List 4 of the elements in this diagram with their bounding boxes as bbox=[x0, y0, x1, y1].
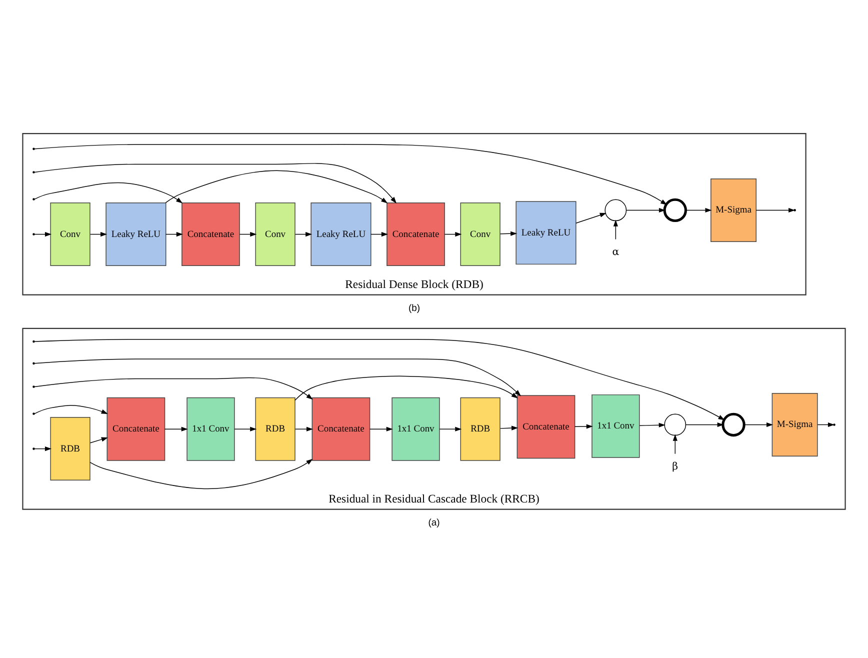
node-label: (a) bbox=[428, 517, 440, 528]
node-text: β bbox=[672, 461, 678, 472]
node-label: (b) bbox=[408, 302, 420, 314]
node-text: α bbox=[612, 246, 620, 258]
